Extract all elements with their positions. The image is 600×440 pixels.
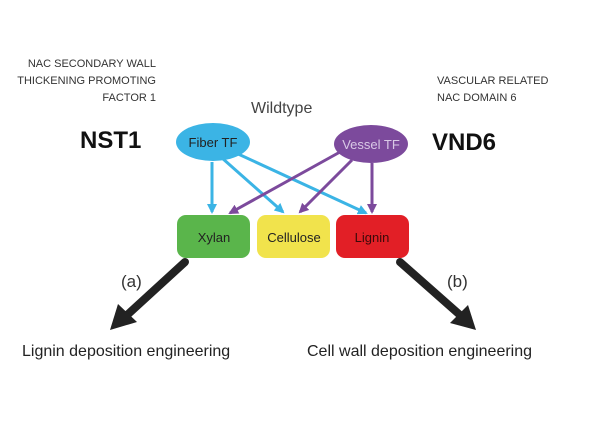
- lignin-node: [336, 215, 409, 258]
- left-gene-name-line-2: THICKENING PROMOTING: [17, 75, 156, 87]
- xylan-node: [177, 215, 250, 258]
- left-gene-name-line-1: NAC SECONDARY WALL: [28, 58, 156, 70]
- fiber-tf-label: Fiber TF: [189, 135, 238, 150]
- fiber-to-cellulose-arrow: [221, 156, 285, 214]
- right-gene-name-line-1: VASCULAR RELATED: [437, 75, 549, 87]
- branch-a-arrowhead: [110, 304, 137, 330]
- branch-b-arrow: [396, 258, 464, 319]
- right-gene-abbrev: VND6: [432, 129, 496, 156]
- lignin-label: Lignin: [355, 230, 390, 245]
- vessel-tf-node: [334, 125, 408, 163]
- vessel-to-cellulose-arrow: [298, 158, 354, 214]
- branch-a-caption: Lignin deposition engineering: [22, 343, 230, 360]
- branch-a-arrow: [122, 258, 189, 320]
- cellulose-label: Cellulose: [267, 230, 320, 245]
- vessel-to-xylan-arrow: [228, 150, 341, 215]
- fiber-to-lignin-arrow: [235, 151, 368, 215]
- wildtype-label: Wildtype: [251, 100, 312, 117]
- left-gene-abbrev: NST1: [80, 127, 141, 154]
- xylan-label: Xylan: [198, 230, 231, 245]
- branch-b-letter: (b): [447, 272, 468, 291]
- branch-a-letter: (a): [121, 272, 142, 291]
- branch-b-arrowhead: [450, 305, 476, 330]
- left-gene-name-line-3: FACTOR 1: [102, 92, 156, 104]
- branch-b-caption: Cell wall deposition engineering: [307, 343, 532, 360]
- right-gene-name-line-2: NAC DOMAIN 6: [437, 92, 516, 104]
- fiber-tf-node: [176, 123, 250, 161]
- cellulose-node: [257, 215, 330, 258]
- vessel-tf-label: Vessel TF: [342, 137, 400, 152]
